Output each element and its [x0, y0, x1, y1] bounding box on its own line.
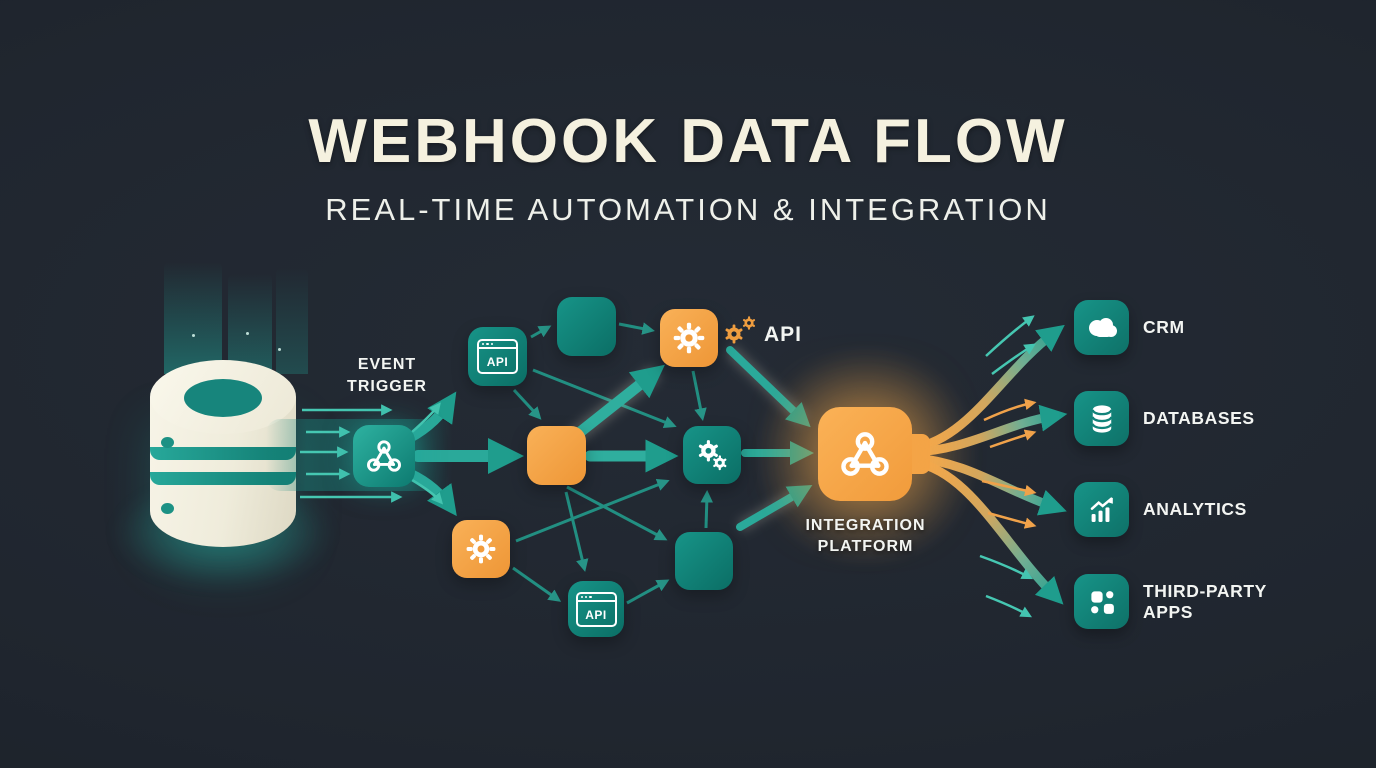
- api-browser-icon: API: [575, 591, 617, 627]
- sparkle-dot: [246, 332, 249, 335]
- platform-label-line2: PLATFORM: [817, 538, 914, 556]
- page-title: WEBHOOK DATA FLOW: [308, 107, 1068, 176]
- sparkle-dot: [278, 348, 281, 351]
- destination-label: THIRD-PARTY APPS: [1143, 580, 1267, 622]
- destination-label: DATABASES: [1143, 408, 1255, 428]
- page-subtitle: REAL-TIME AUTOMATION & INTEGRATION: [325, 192, 1051, 227]
- event-trigger-line1: EVENT: [357, 356, 417, 373]
- gear-icon: [466, 534, 496, 564]
- api-label: API: [585, 607, 607, 622]
- double-gear-icon: [725, 316, 756, 344]
- mesh-node-gear-top: [660, 309, 718, 367]
- apps-grid-icon: [1090, 590, 1114, 614]
- double-gear-icon: [698, 440, 727, 471]
- cylinder-top-hole: [184, 379, 262, 417]
- apps-grid-icon-box: [1074, 574, 1129, 629]
- mesh-node-plain-top: [557, 297, 616, 356]
- mesh-node-api-bottom: API: [568, 581, 624, 637]
- destination-databases: DATABASES: [1074, 391, 1268, 446]
- platform-label-line1: INTEGRATION: [805, 517, 926, 534]
- source-database-cylinder: [112, 360, 334, 588]
- api-label: API: [486, 355, 509, 369]
- cloud-icon: [1088, 317, 1117, 337]
- destination-label: CRM: [1143, 317, 1185, 337]
- api-browser-icon: API: [477, 339, 518, 374]
- api-side-label: API: [722, 313, 802, 347]
- destination-analytics: ANALYTICS: [1074, 482, 1268, 537]
- analytics-icon: [1090, 496, 1113, 522]
- webhook-trigger-node: [353, 425, 415, 487]
- event-trigger-line2: TRIGGER: [347, 377, 427, 395]
- webhook-icon: [367, 440, 401, 472]
- data-beams: [150, 262, 320, 374]
- cylinder-band: [150, 472, 296, 485]
- api-side-text: API: [764, 323, 803, 346]
- cylinder-dot: [161, 503, 174, 514]
- database-icon-box: [1074, 391, 1129, 446]
- destination-crm: CRM: [1074, 300, 1268, 355]
- beam: [276, 268, 308, 374]
- destination-third-party-apps: THIRD-PARTY APPS: [1074, 574, 1268, 629]
- beam: [164, 262, 222, 374]
- event-trigger-label: EVENT TRIGGER: [322, 354, 452, 397]
- mesh-node-gears-mid: [683, 426, 741, 484]
- database-icon: [1091, 404, 1112, 433]
- destination-label: ANALYTICS: [1143, 499, 1247, 519]
- integration-platform-node: [818, 407, 912, 501]
- beam: [228, 274, 272, 374]
- integration-platform-label: INTEGRATION PLATFORM: [788, 515, 943, 557]
- mesh-node-gear-bottom: [452, 520, 510, 578]
- cylinder-band: [150, 447, 296, 460]
- mesh-node-api-top: API: [468, 327, 527, 386]
- crm-icon-box: [1074, 300, 1129, 355]
- fanout-accent-arrows: [979, 315, 1037, 618]
- mesh-node-plain-mid: [527, 426, 586, 485]
- sparkle-dot: [192, 334, 195, 337]
- webhook-icon: [841, 432, 889, 476]
- analytics-icon-box: [1074, 482, 1129, 537]
- cylinder-dot: [161, 437, 174, 448]
- mesh-node-plain-bottom: [675, 532, 733, 590]
- gear-icon: [673, 322, 705, 354]
